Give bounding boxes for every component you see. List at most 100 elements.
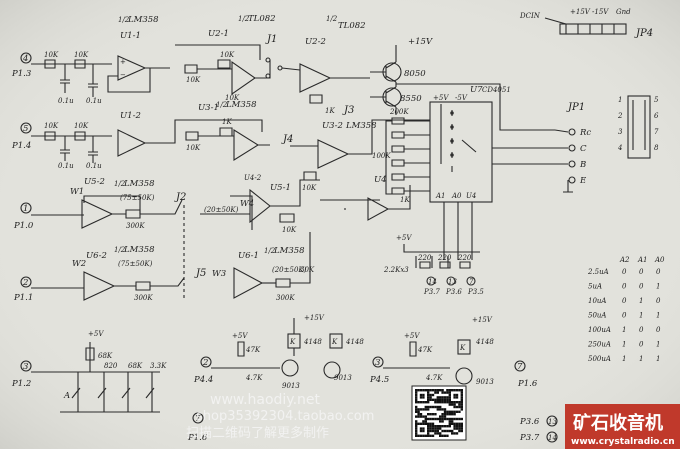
qr-module [431,434,435,437]
qr-module [436,389,439,392]
opamp-u5-2 [81,199,114,229]
supply-m5v: -5V [455,94,468,102]
qr-module [427,434,430,437]
transistor-9013-c [455,367,473,385]
port-p3-6-b: P3.6 [519,417,540,427]
qr-module [417,408,420,411]
qr-module [436,429,439,433]
qr-module [427,427,430,430]
qr-module [431,413,435,416]
r-300k-a: 300K [126,222,145,230]
qr-module [415,401,418,404]
qr-module [441,420,444,423]
qr-module [415,415,418,418]
transistor-9013-b-label: 9013 [334,374,352,382]
r-68k: 68K [128,362,143,370]
qr-module [453,405,456,409]
qr-module [431,393,435,397]
qr-module [460,427,463,430]
r-1k-c: 1K [400,196,410,204]
qr-module [453,403,456,406]
qr-module [431,389,435,392]
qr-module [431,429,435,433]
qr-module [427,417,430,421]
r-10k-k: 68K [98,352,113,360]
qr-module [446,401,449,404]
qr-module [441,425,444,428]
qr-module [417,401,420,404]
transistor-8050-label: 8050 [404,69,426,79]
table-h-a2: A2 [619,256,630,264]
table-bit-3-0: 0 [622,312,627,320]
table-range-5: 250uA [587,341,611,349]
qr-module [422,408,425,411]
circled-13: 13 [448,278,457,286]
port-p3-6-a: P3.6 [445,288,462,296]
qr-module [424,408,427,411]
table-h-a0: A0 [654,256,665,264]
u1-2-ref: U1-2 [120,111,141,121]
relay-k1-label: K [289,338,296,346]
qr-module [443,425,447,428]
qr-module [419,389,423,392]
cap-0-1u-d: 0.1u [86,162,102,170]
qr-module [448,403,451,406]
qr-module [453,427,456,430]
qr-module [424,422,427,425]
qr-module [441,396,444,399]
row4-channel: 2 P1.1 U6-2 1/2 LM358 W2 (75±50K) 300K J… [13,232,315,303]
qr-module [455,389,459,392]
qr-module [419,429,423,433]
u2-1-frac: 1/2 [238,15,250,23]
circled-14b: 14 [548,434,557,442]
r-4-7k-b: 4.7K [425,374,443,382]
qr-module [415,410,418,413]
r-47k-a: 47K [245,346,261,354]
relay-k2-label: K [331,338,338,346]
qr-module [434,389,437,392]
diode-4148-c: 4148 [475,338,494,346]
pot-20-50k-b: (20±50K) [272,266,307,274]
qr-module [443,396,447,399]
port-p1-2: P1.2 [11,379,31,389]
r-4-7k-a: 4.7K [245,374,263,382]
qr-module [455,417,459,421]
qr-module [439,417,442,421]
select-resistors: +5V 2.2Kx3 220 220 220 14 13 7 P3.7 P3.6… [383,234,484,296]
qr-module [446,425,449,428]
u1-1-part: LM358 [127,15,159,25]
qr-module [455,432,459,435]
qr-module [455,410,459,413]
port-p4-4: P4.4 [193,375,213,385]
circled-num-3: 3 [23,362,28,372]
qr-code [411,385,467,441]
qr-module [431,398,435,401]
port-p1-3: P1.3 [11,69,31,79]
opamp-u3-1 [233,129,260,161]
svg-text:+: + [120,58,126,66]
table-bit-1-2: 1 [656,283,660,291]
qr-module [415,432,418,435]
circled-num-7: 7 [517,362,523,372]
r-300k-b: 300K [134,294,153,302]
row2-channel: 5 P1.4 10K 10K 0.1u 0.1u U1-2 10K 1K 1/2… [11,100,430,224]
table-bit-2-2: 0 [656,297,661,305]
qr-module [429,417,432,421]
qr-module [443,415,447,418]
u2-1-ref: U2-1 [208,29,229,39]
r-10k-b: 10K [74,51,89,59]
pot-w2: W2 [72,259,86,269]
qr-module [436,432,439,435]
row1-channel: 4 P1.3 10K 10K 0.1u 0.1u +− 1/2 LM358 U1… [11,14,555,131]
watermark: www.haodiy.net shop35392304.taobao.com 扫… [186,392,374,441]
logo: 矿石收音机 www.crystalradio.cn [565,404,680,449]
table-bit-4-2: 0 [656,326,661,334]
u3-1-ref: U3-1 [198,103,219,113]
qr-module [451,410,454,413]
qr-module [427,408,430,411]
jp1-pin-3: 3 [618,128,623,136]
jp1-pin-5: 5 [654,96,659,104]
r-10k-c: 10K [186,76,201,84]
transistor-9013-b [323,361,341,379]
